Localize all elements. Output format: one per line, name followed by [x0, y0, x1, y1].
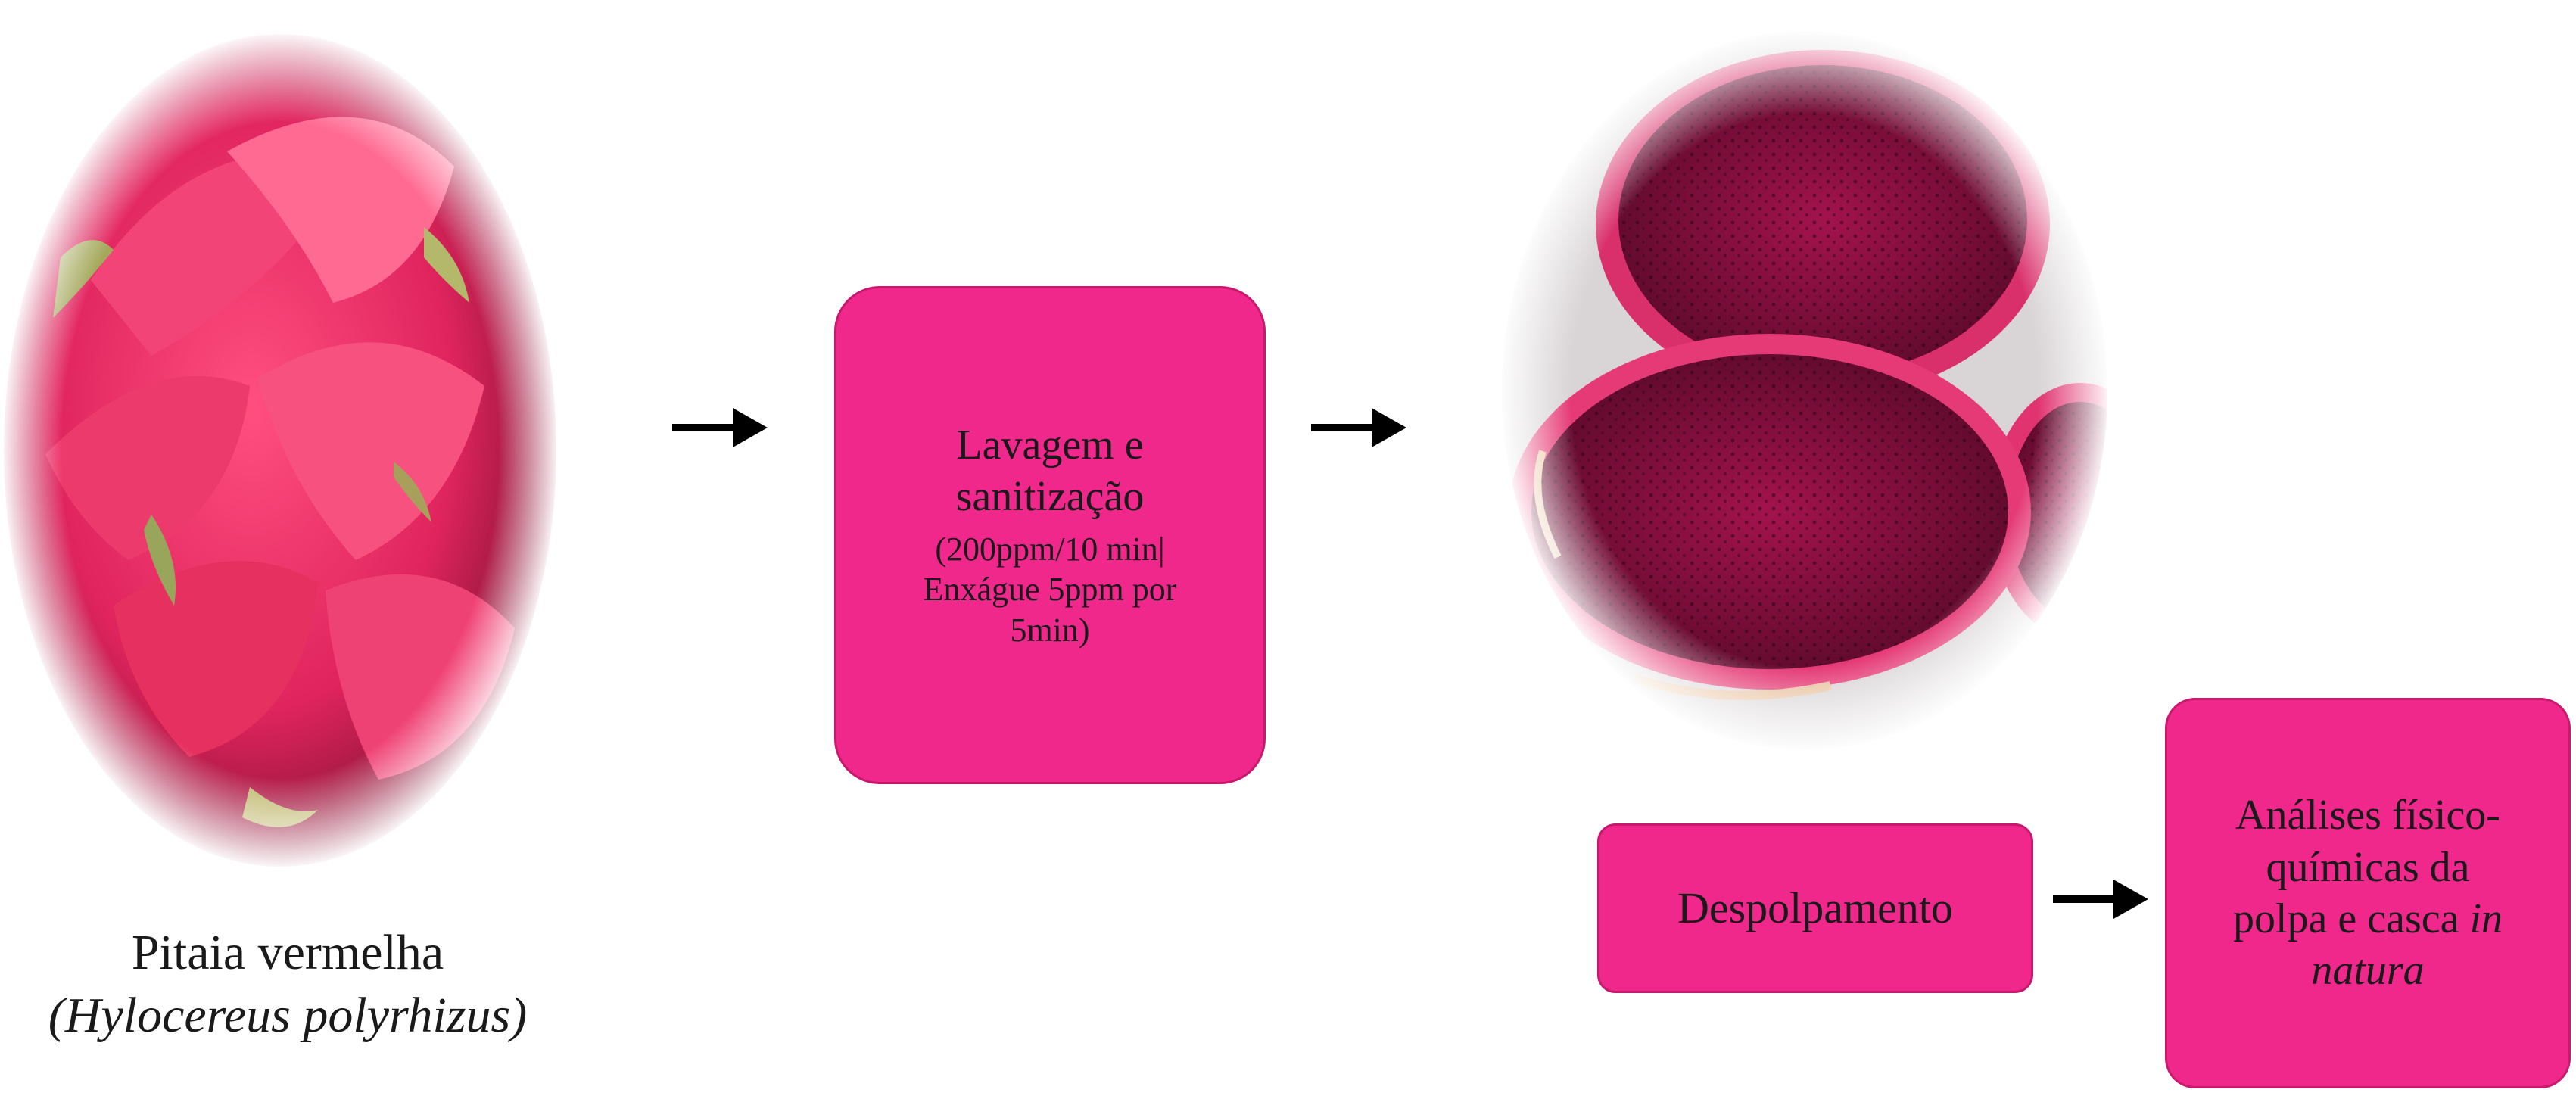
washing-sanitization-box: Lavagem e sanitização (200ppm/10 min| En… [834, 286, 1266, 784]
fruit-caption: Pitaia vermelha (Hylocereus polyrhizus) [15, 922, 560, 1047]
arrow-icon [2053, 876, 2151, 922]
washing-detail-line2: Enxágue 5ppm por [924, 569, 1177, 610]
dragon-fruit-whole-photo [0, 30, 560, 870]
washing-detail-line3: 5min) [1010, 610, 1089, 651]
washing-detail-line1: (200ppm/10 min| [935, 529, 1164, 570]
analysis-line2: químicas da [2266, 842, 2469, 893]
caption-common-name: Pitaia vermelha [15, 922, 560, 985]
analysis-line3: polpa e casca in [2233, 893, 2503, 945]
washing-title-line1: Lavagem e [956, 419, 1143, 471]
analysis-line3-italic: in [2469, 895, 2503, 942]
pulping-label: Despolpamento [1677, 882, 1953, 936]
arrow-icon [672, 405, 771, 450]
physicochemical-analysis-box: Análises físico- químicas da polpa e cas… [2165, 698, 2571, 1088]
analysis-line4: natura [2311, 945, 2424, 996]
dragon-fruit-halves-photo [1497, 27, 2112, 754]
washing-title-line2: sanitização [956, 471, 1145, 522]
pulping-box: Despolpamento [1597, 823, 2033, 993]
analysis-line3-text: polpa e casca [2233, 895, 2469, 942]
caption-scientific-name: (Hylocereus polyrhizus) [15, 985, 560, 1048]
arrow-icon [1311, 405, 1409, 450]
analysis-line1: Análises físico- [2235, 789, 2500, 841]
